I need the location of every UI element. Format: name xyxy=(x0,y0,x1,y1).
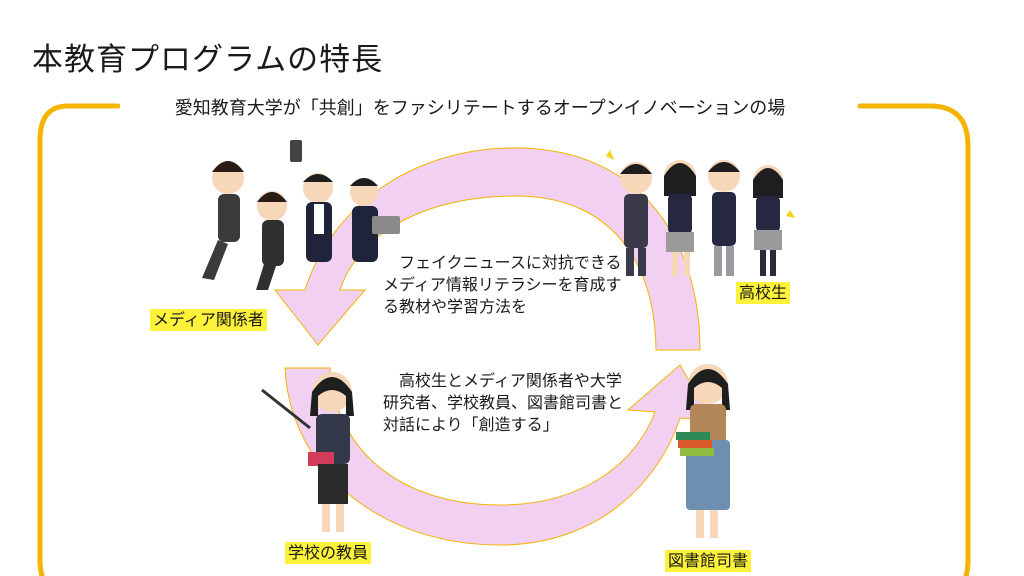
subtitle: 愛知教育大学が「共創」をファシリテートするオープンイノベーションの場 xyxy=(120,94,840,120)
upper-description: フェイクニュースに対抗できるメディア情報リテラシーを育成する教材や学習方法を xyxy=(383,253,622,316)
page-title: 本教育プログラムの特長 xyxy=(32,42,384,78)
upper-arrow xyxy=(273,147,701,351)
label-teacher: 学校の教員 xyxy=(285,542,372,564)
lower-description: 高校生とメディア関係者や大学研究者、学校教員、図書館司書と対話により「創造する」 xyxy=(383,371,624,434)
label-high-school: 高校生 xyxy=(736,282,791,304)
label-librarian: 図書館司書 xyxy=(665,550,752,572)
label-media: メディア関係者 xyxy=(150,309,267,331)
